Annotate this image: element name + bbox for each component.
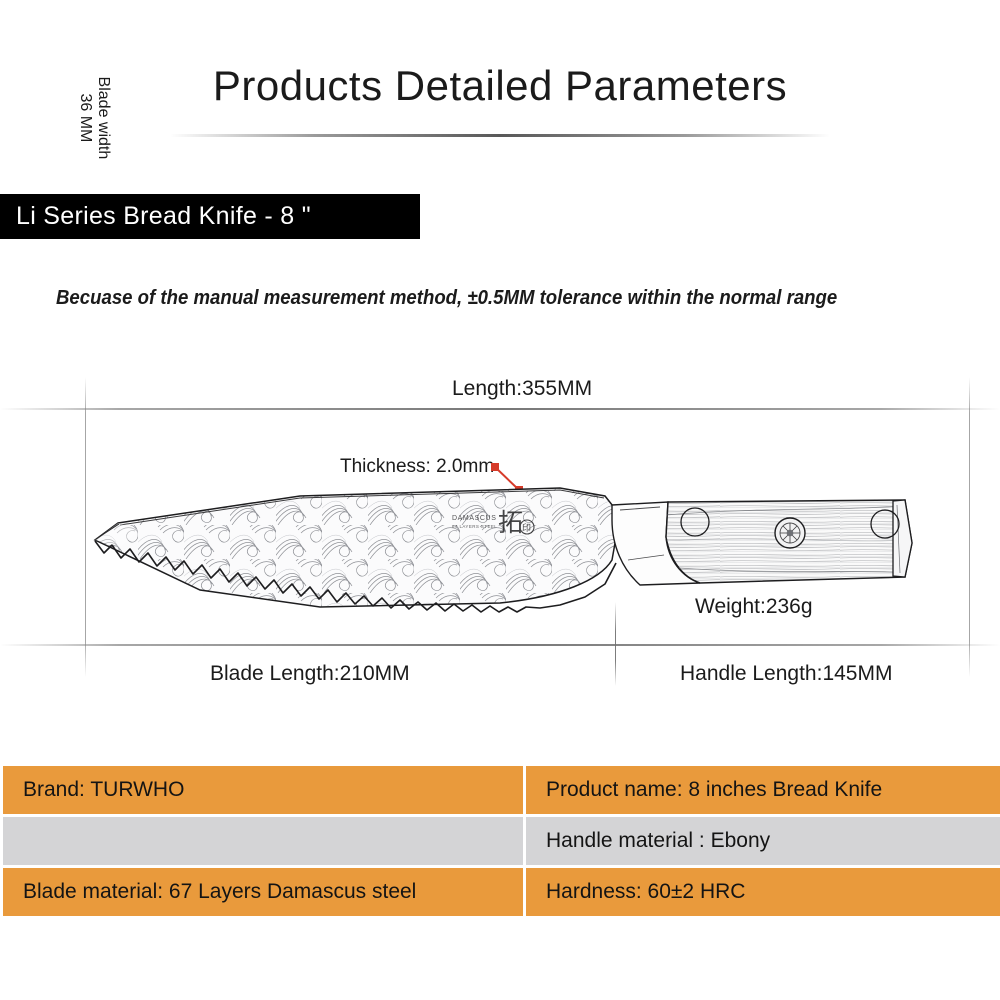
guide-tick-blade-handle-divider — [615, 602, 616, 686]
page-title: Products Detailed Parameters — [212, 62, 788, 109]
spec-cell-blade-material: Blade material: 67 Layers Damascus steel — [3, 868, 523, 916]
dimension-thickness: Thickness: 2.0mm — [340, 456, 495, 477]
dimension-handle-length: Handle Length:145MM — [680, 662, 893, 685]
dimension-blade-length: Blade Length:210MM — [210, 662, 410, 685]
spec-cell-product-name: Product name: 8 inches Bread Knife — [526, 766, 1000, 814]
table-row: Blade material: 67 Layers Damascus steel… — [3, 868, 1000, 916]
table-row: Handle material : Ebony — [3, 817, 1000, 865]
product-banner-label: Li Series Bread Knife - 8 " — [16, 202, 311, 230]
tolerance-note: Becuase of the manual measurement method… — [56, 287, 838, 309]
table-row: Brand: TURWHO Product name: 8 inches Bre… — [3, 766, 1000, 814]
title-divider — [170, 134, 830, 137]
spec-cell-hardness: Hardness: 60±2 HRC — [526, 868, 1000, 916]
spec-cell-handle-material: Handle material : Ebony — [526, 817, 1000, 865]
product-banner: Li Series Bread Knife - 8 " — [0, 194, 420, 239]
guide-line-right — [969, 377, 970, 677]
dimension-overall-length: Length:355MM — [452, 377, 593, 400]
spec-table: Brand: TURWHO Product name: 8 inches Bre… — [0, 763, 1000, 919]
dimension-blade-width: Blade width 36 MM — [77, 76, 112, 160]
dimension-weight: Weight:236g — [695, 595, 813, 618]
guide-line-left — [85, 377, 86, 677]
guide-line-bottom — [0, 644, 1000, 646]
measurement-diagram: Length:355MM Thickness: 2.0mm Blade Leng… — [0, 355, 1000, 700]
thickness-pointer-arrow-icon — [491, 463, 523, 494]
spec-cell-blank — [3, 817, 523, 865]
guide-line-top — [0, 408, 1000, 410]
spec-cell-brand: Brand: TURWHO — [3, 766, 523, 814]
